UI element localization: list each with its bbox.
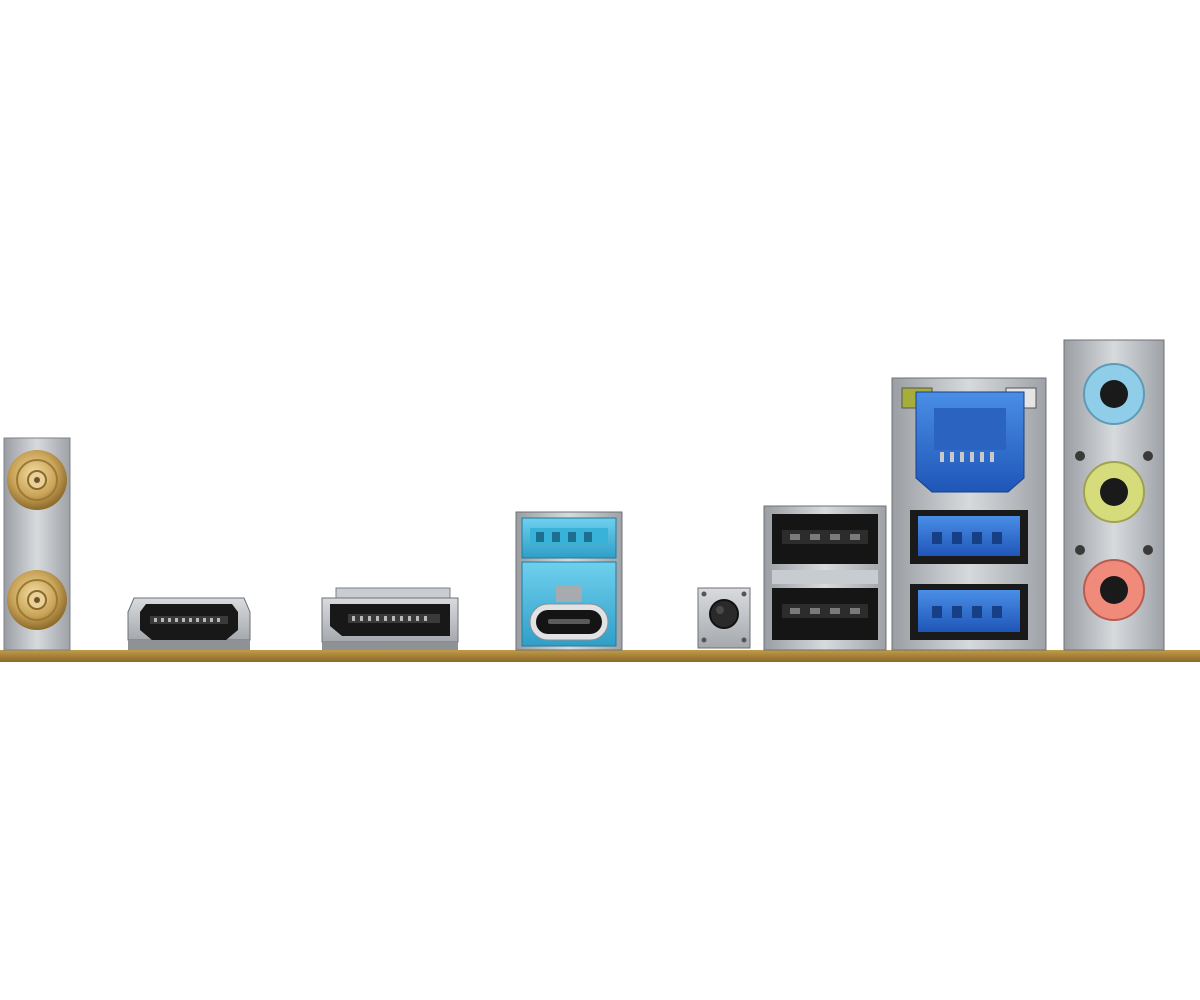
antenna-connector-icon: [7, 570, 67, 630]
audio-jacks: [1063, 339, 1165, 651]
audio-jack-icon: [1083, 363, 1145, 425]
antenna-connector-icon: [7, 450, 67, 510]
lan-and-usb3-stack: [891, 377, 1047, 651]
audio-jack-icon: [1083, 559, 1145, 621]
audio-jack-icon: [1083, 461, 1145, 523]
pcb-edge: [0, 650, 1200, 662]
displayport-port: [321, 587, 459, 650]
wifi-antenna-connectors: [3, 437, 71, 651]
usb-a-and-usb-c-stack: [515, 511, 623, 651]
button-icon: [709, 599, 739, 629]
bios-flashback-button: [697, 587, 751, 649]
usb2-stack: [763, 505, 887, 651]
hdmi-port: [127, 597, 251, 650]
